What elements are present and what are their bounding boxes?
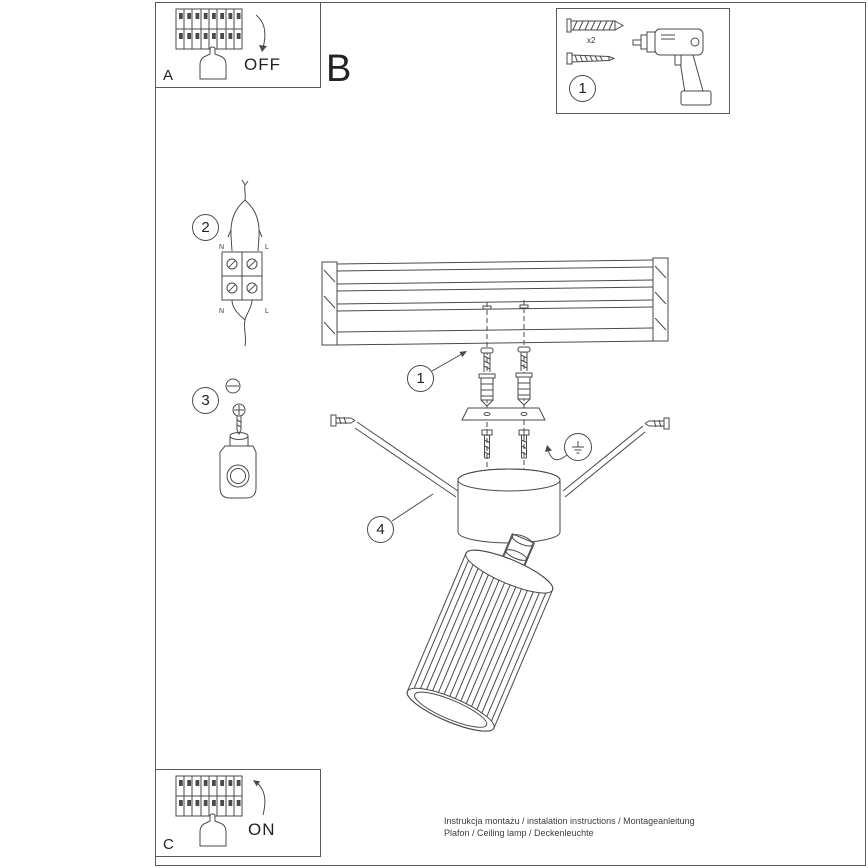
step2-number: 2 <box>201 219 210 236</box>
ceiling-line-left <box>330 414 459 498</box>
step3-marker: 3 <box>192 387 219 414</box>
line-bottom-label: L <box>265 308 269 315</box>
breaker-on-box: ON C <box>155 769 321 857</box>
section-a-label: A <box>163 67 174 84</box>
washer-icon <box>225 378 241 394</box>
step4-number: 4 <box>376 521 385 538</box>
breaker-panel-off-illustration <box>175 8 267 80</box>
step4-marker: 4 <box>367 516 394 543</box>
hand-icon <box>199 46 227 80</box>
on-label: ON <box>248 820 276 839</box>
ground-symbol-marker <box>564 433 592 461</box>
terminal-block <box>221 251 263 301</box>
step3-number: 3 <box>201 392 210 409</box>
ground-icon <box>572 441 584 454</box>
wall-plug-icon <box>566 18 625 33</box>
mounting-rail <box>321 257 669 346</box>
step2-marker: 2 <box>192 214 219 241</box>
switch-up-arrow-icon <box>253 780 266 816</box>
drill-icon <box>632 28 712 106</box>
plate-screw-right <box>518 429 530 459</box>
footer-text: Instrukcja montażu / instalation instruc… <box>444 815 695 839</box>
sheet-border <box>155 2 866 866</box>
lamp-wire <box>231 299 253 347</box>
neutral-bottom-label: N <box>219 308 224 315</box>
shade <box>406 533 554 732</box>
footer-line-2: Plafon / Ceiling lamp / Deckenleuchte <box>444 828 594 838</box>
breaker-panel <box>175 8 243 50</box>
line-top-label: L <box>265 244 269 251</box>
breaker-off-box: OFF A <box>155 2 321 88</box>
section-b-label: B <box>326 48 352 90</box>
breaker-panel <box>175 775 243 817</box>
step1-leader-arrow <box>431 351 467 372</box>
switch-down-arrow-icon <box>255 14 267 52</box>
tools-step-number: 1 <box>578 80 587 97</box>
breaker-panel-on-illustration <box>175 775 266 847</box>
tools-step-marker: 1 <box>569 75 596 102</box>
step4-leader-line <box>391 493 434 522</box>
main-assembly-illustration <box>321 257 670 732</box>
wall-anchor-right <box>515 346 533 406</box>
plug-quantity-label: x2 <box>587 36 596 45</box>
ground-clamp-illustration <box>219 378 257 499</box>
ceiling-line-right <box>562 417 670 498</box>
step1-number: 1 <box>416 370 425 387</box>
clamp-body <box>219 432 257 499</box>
ground-screw-icon <box>232 403 246 436</box>
tools-illustration: x2 <box>566 18 712 106</box>
footer-line-1: Instrukcja montażu / instalation instruc… <box>444 816 695 826</box>
screw-icon <box>566 52 616 65</box>
plate-screw-left <box>481 429 493 459</box>
wall-anchor-left <box>478 347 496 407</box>
hand-icon <box>199 813 227 847</box>
tools-box: x2 <box>556 8 730 114</box>
mounting-plate <box>461 407 546 421</box>
supply-wire <box>227 179 263 252</box>
off-label: OFF <box>244 55 281 74</box>
ground-leader-arrow <box>545 445 568 461</box>
wiring-illustration: N L N L <box>219 179 269 347</box>
step1-marker: 1 <box>407 365 434 392</box>
section-c-label: C <box>163 836 174 853</box>
neutral-top-label: N <box>219 244 224 251</box>
canopy <box>457 468 561 544</box>
